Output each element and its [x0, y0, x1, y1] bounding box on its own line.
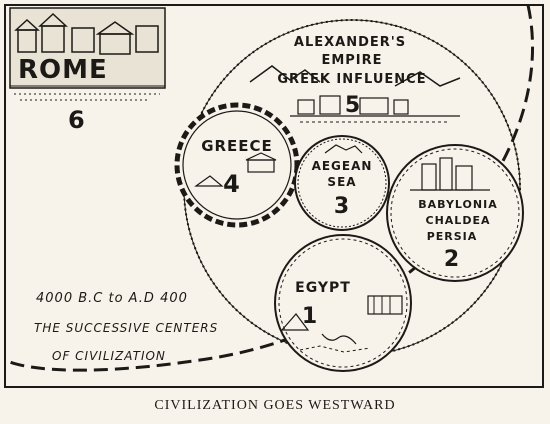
- alexander-number: 5: [345, 93, 361, 118]
- babylonia-label-line2: CHALDEA: [426, 214, 491, 227]
- diagram-svg: ROME 6 ALEXANDER'S EMPIRE GREEK INFLUENC…: [4, 4, 544, 388]
- subtitle-line1: THE SUCCESSIVE CENTERS: [34, 321, 218, 335]
- egypt-circle: [274, 234, 412, 372]
- rome-label: ROME: [18, 55, 108, 85]
- aegean-island-illustration: [324, 144, 363, 154]
- alexander-label-line3: GREEK INFLUENCE: [277, 72, 426, 87]
- mountains-illustration: [249, 65, 461, 87]
- greece-circle: [174, 102, 300, 228]
- subtitle-line2: OF CIVILIZATION: [52, 349, 166, 363]
- babylonia-ziggurat-illustration: [410, 157, 490, 191]
- alexander-label-line1: ALEXANDER'S: [294, 35, 406, 50]
- babylonia-label-line1: BABYLONIA: [418, 198, 497, 211]
- rome-sweep-arc: [4, 4, 534, 372]
- aegean-number: 3: [334, 194, 350, 219]
- babylonia-circle-inner: [390, 148, 520, 278]
- diagram-frame: [4, 4, 544, 388]
- alexander-label-line2: EMPIRE: [321, 53, 382, 68]
- aegean-label-line2: SEA: [327, 175, 356, 189]
- egypt-number: 1: [302, 304, 318, 329]
- greece-temple-illustration: [194, 152, 277, 187]
- aegean-label-line1: AEGEAN: [312, 159, 373, 173]
- greece-circle-inner: [182, 110, 292, 220]
- rome-number: 6: [68, 106, 86, 134]
- greece-number: 4: [223, 170, 241, 198]
- egypt-circle-inner: [278, 238, 408, 368]
- egypt-illustration: [280, 295, 403, 353]
- aegean-circle: [294, 135, 390, 231]
- babylonia-label-line3: PERSIA: [427, 230, 478, 243]
- babylonia-number: 2: [444, 247, 460, 272]
- figure-caption: CIVILIZATION GOES WESTWARD: [154, 398, 396, 413]
- aegean-circle-inner: [297, 138, 387, 228]
- date-range-text: 4000 B.C to A.D 400: [36, 291, 188, 306]
- greece-label: GREECE: [201, 137, 273, 155]
- rome-town-illustration: [9, 7, 166, 101]
- alexander-town-illustration: [290, 95, 460, 123]
- egypt-label: EGYPT: [295, 280, 351, 296]
- babylonia-circle: [386, 144, 524, 282]
